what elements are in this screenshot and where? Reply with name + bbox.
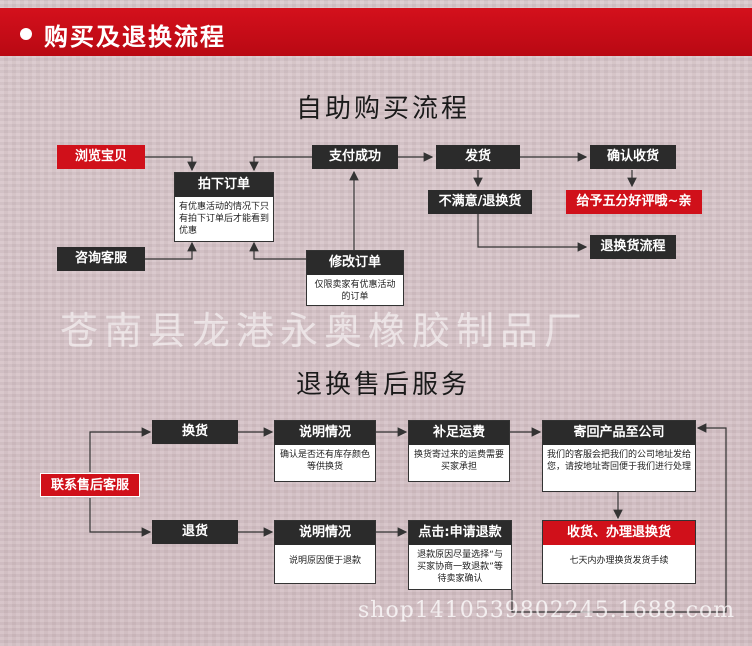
shipping-node: 补足运费 换货寄过来的运费需要买家承担 [408,420,510,482]
banner: 购买及退换流程 [0,8,752,56]
sendback-node: 寄回产品至公司 我们的客服会把我们的公司地址发给您，请按地址寄回便于我们进行处理 [542,420,696,492]
arrow-contact-refund [89,498,152,537]
sendback-title: 寄回产品至公司 [543,421,695,445]
sendback-note: 我们的客服会把我们的公司地址发给您，请按地址寄回便于我们进行处理 [547,450,692,472]
arrow-consult-order [145,241,197,260]
unsatisfied-node: 不满意/退换货 [428,190,532,214]
exchange-node: 换货 [152,420,238,444]
explain2-node: 说明情况 说明原因便于退款 [274,520,376,584]
arrow-contact-exchange [89,427,152,472]
order-title: 拍下订单 [175,173,273,197]
return-flow-node: 退换货流程 [590,235,676,259]
pay-node: 支付成功 [312,145,398,169]
purchase-title: 自助购买流程 [296,94,471,124]
receive-note: 七天内办理换货发货手续 [569,556,669,566]
explain2-note: 说明原因便于退款 [288,556,361,566]
apply-note: 退款原因尽量选择“与买家协商一致退款”等待卖家确认 [417,550,503,584]
ship-node: 发货 [436,145,520,169]
explain1-node: 说明情况 确认是否还有库存颜色等供换货 [274,420,376,482]
shipping-note: 换货寄过来的运费需要买家承担 [413,450,504,472]
praise-node: 给予五分好评哦~亲 [566,190,702,214]
apply-title: 点击:申请退款 [409,521,511,545]
bullet-dot [20,28,32,40]
contact-node: 联系售后客服 [40,473,140,497]
shipping-title: 补足运费 [409,421,509,445]
consult-node: 咨询客服 [57,247,145,271]
arrow-pay-order [249,156,312,172]
explain1-note: 确认是否还有库存颜色等供换货 [279,450,370,472]
arrow-apply-sendback [511,423,727,613]
watermark-company: 苍南县龙港永奥橡胶制品厂 [60,309,589,353]
explain2-title: 说明情况 [275,521,375,545]
arrow-modify-order [249,241,306,260]
modify-node: 修改订单 仅限卖家有优惠活动的订单 [306,250,404,306]
arrow-unsatisfied-return [477,214,588,252]
apply-node: 点击:申请退款 退款原因尽量选择“与买家协商一致退款”等待卖家确认 [408,520,512,590]
refund-node: 退货 [152,520,238,544]
arrow-browse-order [145,156,197,172]
receive-node: 收货、办理退换货 七天内办理换货发货手续 [542,520,696,584]
order-note: 有优惠活动的情况下只有拍下订单后才能看到优惠 [179,202,270,236]
modify-title: 修改订单 [307,251,403,275]
banner-title: 购买及退换流程 [44,23,226,51]
explain1-title: 说明情况 [275,421,375,445]
order-node: 拍下订单 有优惠活动的情况下只有拍下订单后才能看到优惠 [174,172,274,242]
aftersale-title: 退换售后服务 [296,370,471,400]
receive-title: 收货、办理退换货 [543,521,695,545]
modify-note: 仅限卖家有优惠活动的订单 [314,280,396,302]
browse-node: 浏览宝贝 [57,145,145,169]
confirm-node: 确认收货 [590,145,676,169]
watermark-shop: shop1410539802245.1688.com [358,598,736,623]
